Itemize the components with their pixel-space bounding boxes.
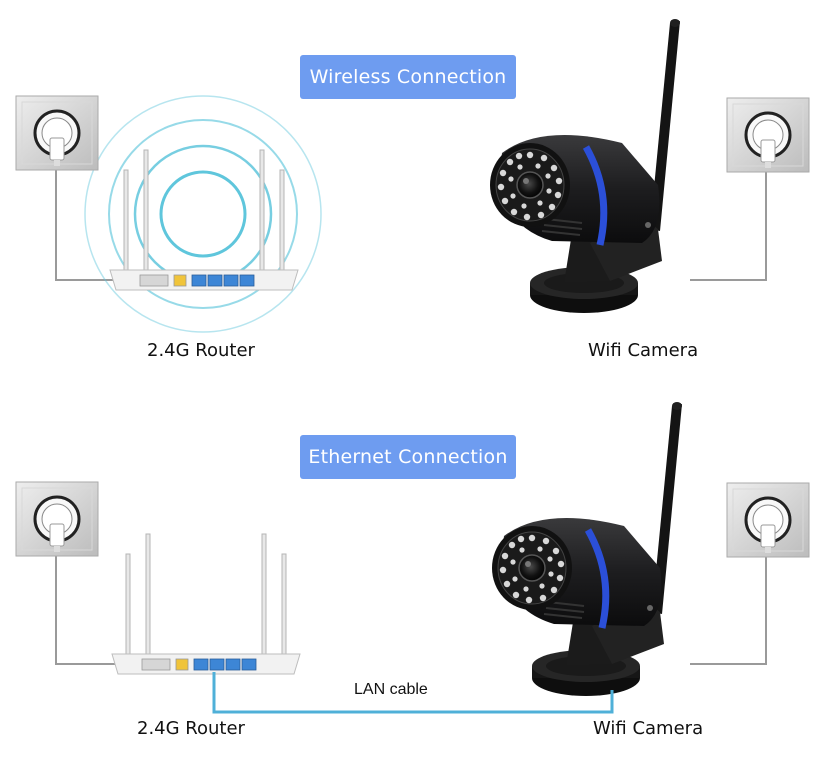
wireless-signal-waves <box>84 95 322 333</box>
wireless-wall-socket-left <box>14 94 100 172</box>
wireless-camera-caption: Wifi Camera <box>588 340 699 361</box>
wireless-camera <box>490 19 680 313</box>
wireless-connection-badge: Wireless Connection <box>300 55 516 99</box>
ethernet-connection-badge: Ethernet Connection <box>300 435 516 479</box>
wireless-router-caption: 2.4G Router <box>147 340 255 361</box>
ethernet-camera <box>492 402 682 696</box>
ethernet-power-cord-camera <box>690 556 767 665</box>
ethernet-wall-socket-right <box>725 481 811 559</box>
ethernet-power-cord-router <box>55 555 160 665</box>
lan-cable <box>212 672 614 714</box>
lan-cable-label: LAN cable <box>354 681 428 698</box>
ethernet-router-caption: 2.4G Router <box>137 718 245 739</box>
wireless-wall-socket-right <box>725 96 811 174</box>
ethernet-camera-caption: Wifi Camera <box>593 718 704 739</box>
ethernet-router <box>111 533 301 675</box>
wireless-power-cord-camera <box>690 170 767 281</box>
ethernet-wall-socket-left <box>14 480 100 558</box>
